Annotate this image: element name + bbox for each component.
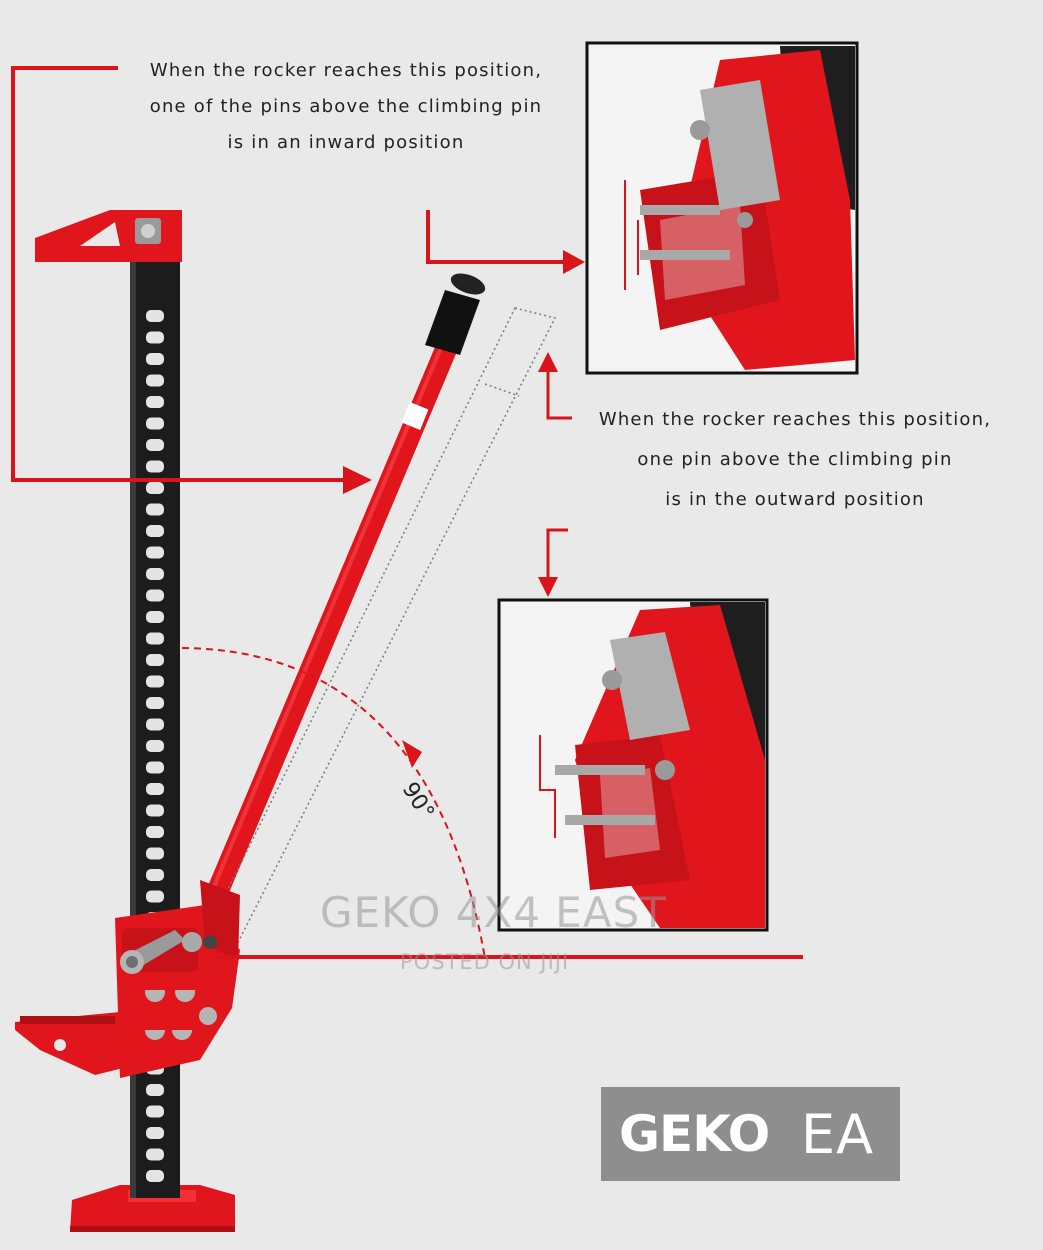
bar-hole [146, 654, 164, 666]
bar-hole [146, 417, 164, 430]
caption-inward-line-1: When the rocker reaches this position, [149, 60, 543, 81]
bar-hole [146, 439, 164, 451]
detail-image-outward [497, 598, 769, 932]
bar-hole [146, 310, 164, 322]
bar-hole [146, 331, 164, 344]
bar-hole [146, 869, 164, 881]
bar-hole [146, 589, 164, 602]
bar-hole [146, 396, 164, 408]
bar-hole [146, 611, 164, 623]
bar-hole [146, 804, 164, 817]
detail-image-inward [585, 41, 859, 375]
bar-hole [146, 740, 164, 752]
bar-hole [146, 568, 164, 580]
brand-logo: GEKO EA [601, 1087, 900, 1181]
bar-hole [146, 847, 164, 860]
bar-hole [146, 697, 164, 709]
bar-hole [146, 503, 164, 516]
bar-hole [146, 460, 164, 473]
jack-top-clamp [35, 210, 182, 262]
brand-logo-strong-text: GEKO [619, 1105, 770, 1163]
brand-logo-light-text: EA [801, 1103, 875, 1166]
bar-hole [146, 675, 164, 688]
caption-inward-position: When the rocker reaches this position, o… [120, 53, 572, 161]
jack-handle-alt-outline [196, 307, 557, 963]
bar-hole [146, 1127, 164, 1139]
bar-hole [146, 1105, 164, 1118]
callout-arrow-outward [538, 352, 572, 597]
caption-outward-position: When the rocker reaches this position, o… [570, 400, 1020, 520]
bar-hole [146, 632, 164, 645]
angle-indicator [181, 647, 803, 959]
bar-hole [146, 761, 164, 774]
bar-hole [146, 1084, 164, 1096]
bar-hole [146, 374, 164, 387]
bar-hole [146, 826, 164, 838]
bar-hole [146, 525, 164, 537]
jack-lift-mechanism [15, 880, 240, 1078]
bar-hole [146, 482, 164, 494]
bar-hole [146, 546, 164, 559]
caption-inward-line-3: is in an inward position [227, 132, 465, 153]
bar-hole [146, 890, 164, 903]
caption-inward-line-2: one of the pins above the climbing pin [149, 96, 543, 117]
callout-arrow-inward [11, 66, 372, 494]
caption-outward-line-3: is in the outward position [665, 489, 925, 510]
caption-outward-line-2: one pin above the climbing pin [637, 449, 953, 470]
callout-arrow-detail-top [426, 210, 585, 274]
bar-hole [146, 783, 164, 795]
bar-hole [146, 1148, 164, 1161]
jack-handle [203, 273, 486, 911]
caption-outward-line-1: When the rocker reaches this position, [598, 409, 992, 430]
bar-hole [146, 353, 164, 365]
watermark-store-name: GEKO 4X4 EAST [320, 888, 667, 937]
bar-hole [146, 718, 164, 731]
watermark-posted-on: POSTED ON JIJI [400, 950, 570, 974]
bar-hole [146, 1170, 164, 1182]
